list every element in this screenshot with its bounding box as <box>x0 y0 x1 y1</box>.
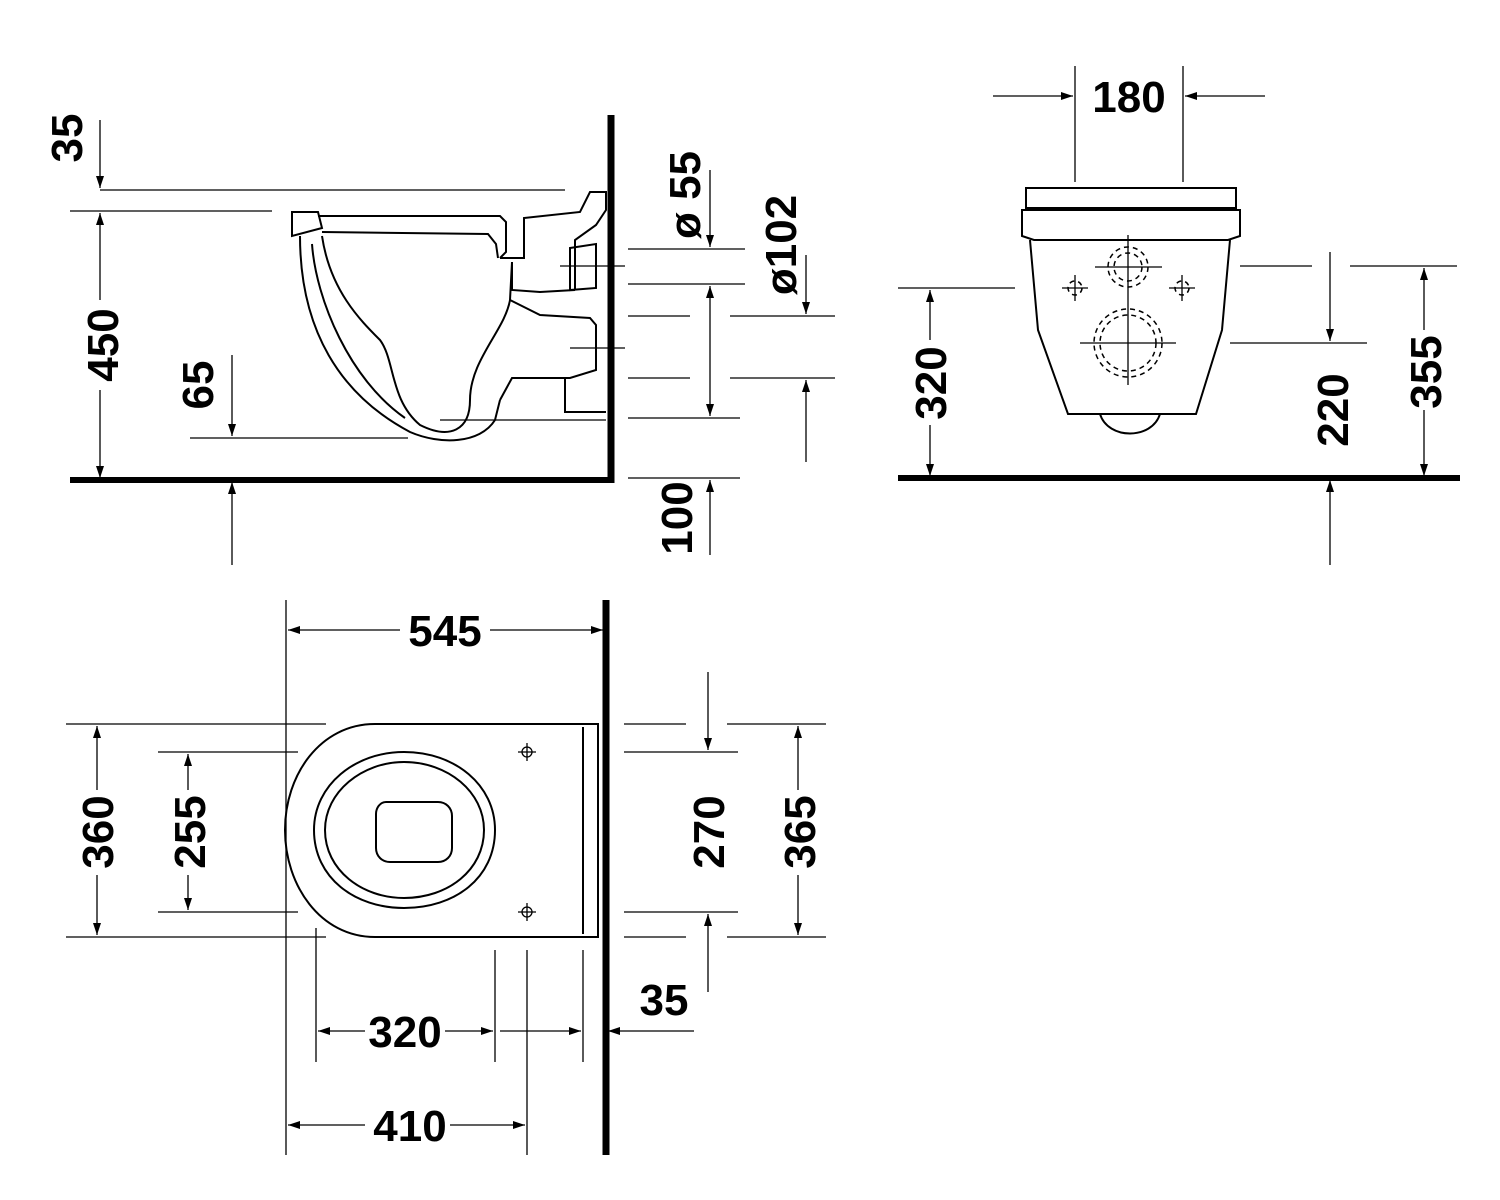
dim-320-label: 320 <box>907 346 956 419</box>
front-bolt-right <box>1169 275 1195 301</box>
dim-545-label: 545 <box>408 607 481 656</box>
plan-view: 545 360 255 270 365 320 <box>66 600 826 1155</box>
side-view: 35 450 65 ø 55 ø102 100 <box>43 114 835 565</box>
dim-360-label: 360 <box>74 795 123 868</box>
dim-100-label: 100 <box>653 481 702 554</box>
front-view: 180 320 220 355 <box>898 66 1460 565</box>
dim-35-label: 35 <box>43 114 92 163</box>
dim-55-label: ø 55 <box>661 151 710 239</box>
dim-410-label: 410 <box>373 1102 446 1151</box>
dim-270-label: 270 <box>685 795 734 868</box>
dim-450-label: 450 <box>79 308 128 381</box>
dim-35p-label: 35 <box>640 976 689 1025</box>
plan-toilet-outline <box>283 723 599 938</box>
dim-365-label: 365 <box>776 795 825 868</box>
dim-180-label: 180 <box>1092 73 1165 122</box>
plan-bolt-bottom <box>518 903 536 921</box>
dim-320p-label: 320 <box>368 1008 441 1057</box>
dim-102-label: ø102 <box>757 195 806 295</box>
front-bolt-left <box>1062 275 1088 301</box>
dim-255-label: 255 <box>166 795 215 868</box>
front-toilet-outline <box>1021 187 1241 435</box>
side-toilet-outline <box>291 191 625 442</box>
dim-355-label: 355 <box>1402 335 1451 408</box>
plan-bolt-top <box>518 743 536 761</box>
dim-65-label: 65 <box>174 361 223 410</box>
dim-220-label: 220 <box>1309 373 1358 446</box>
